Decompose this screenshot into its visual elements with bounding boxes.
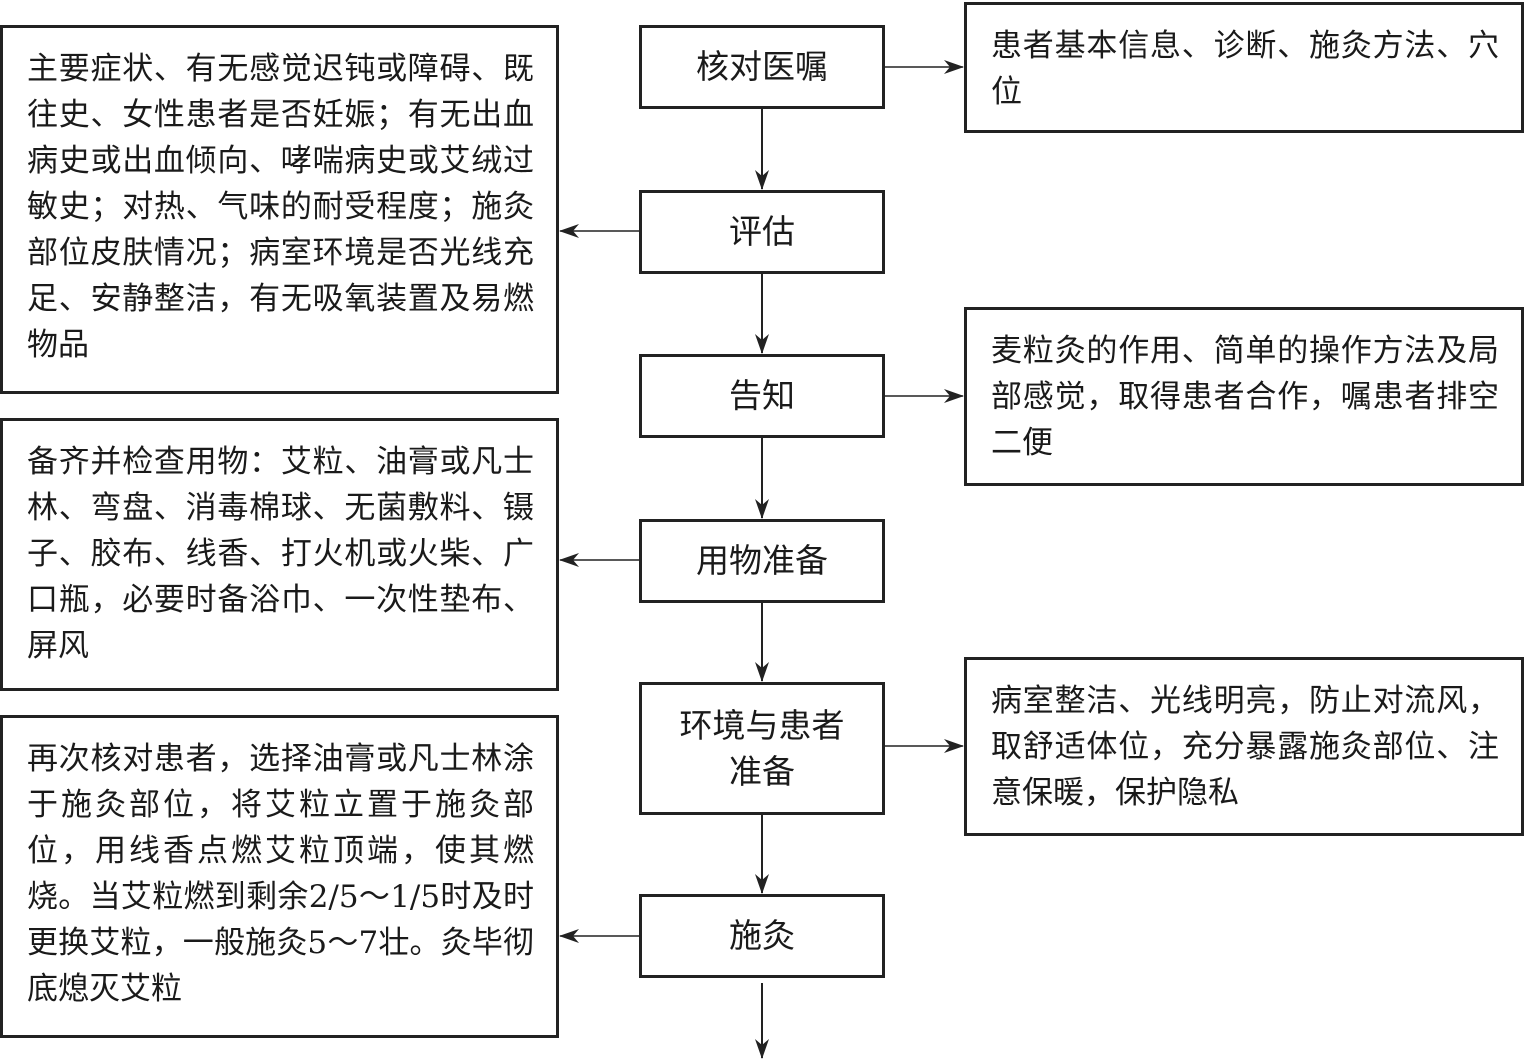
note-supplies-details: 备齐并检查用物：艾粒、油膏或凡士林、弯盘、消毒棉球、无菌敷料、镊子、胶布、线香、… xyxy=(0,418,559,691)
step-inform: 告知 xyxy=(639,354,885,438)
step-moxibustion: 施灸 xyxy=(639,894,885,978)
step-label: 核对医嘱 xyxy=(696,47,828,86)
step-label: 施灸 xyxy=(729,916,795,955)
note-assessment-details: 主要症状、有无感觉迟钝或障碍、既往史、女性患者是否妊娠；有无出血病史或出血倾向、… xyxy=(0,25,559,394)
step-assessment: 评估 xyxy=(639,190,885,274)
step-label: 用物准备 xyxy=(696,541,828,580)
note-environment-details: 病室整洁、光线明亮，防止对流风，取舒适体位，充分暴露施灸部位、注意保暖，保护隐私 xyxy=(964,657,1524,836)
note-moxibustion-details: 再次核对患者，选择油膏或凡士林涂于施灸部位，将艾粒立置于施灸部位，用线香点燃艾粒… xyxy=(0,715,559,1038)
note-inform-details: 麦粒灸的作用、简单的操作方法及局部感觉，取得患者合作，嘱患者排空二便 xyxy=(964,307,1524,486)
step-verify-orders: 核对医嘱 xyxy=(639,25,885,109)
step-environment-patient-prep: 环境与患者准备 xyxy=(639,682,885,815)
step-label: 告知 xyxy=(729,376,795,415)
step-label: 环境与患者准备 xyxy=(679,705,845,791)
step-prepare-supplies: 用物准备 xyxy=(639,519,885,603)
note-verify-orders-details: 患者基本信息、诊断、施灸方法、穴位 xyxy=(964,2,1524,133)
step-label: 评估 xyxy=(729,212,795,251)
